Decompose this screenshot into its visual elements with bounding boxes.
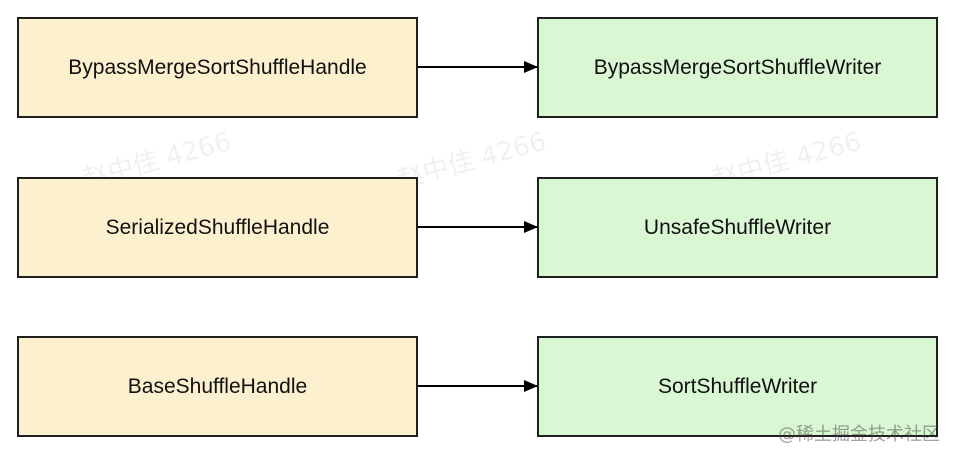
- node-unsafe-shuffle-writer: UnsafeShuffleWriter: [537, 177, 938, 278]
- node-base-shuffle-handle: BaseShuffleHandle: [17, 336, 418, 437]
- node-sort-shuffle-writer: SortShuffleWriter: [537, 336, 938, 437]
- node-bypass-merge-sort-shuffle-handle: BypassMergeSortShuffleHandle: [17, 17, 418, 118]
- node-bypass-merge-sort-shuffle-writer: BypassMergeSortShuffleWriter: [537, 17, 938, 118]
- corner-watermark: @稀土掘金技术社区: [778, 424, 940, 445]
- node-serialized-shuffle-handle: SerializedShuffleHandle: [17, 177, 418, 278]
